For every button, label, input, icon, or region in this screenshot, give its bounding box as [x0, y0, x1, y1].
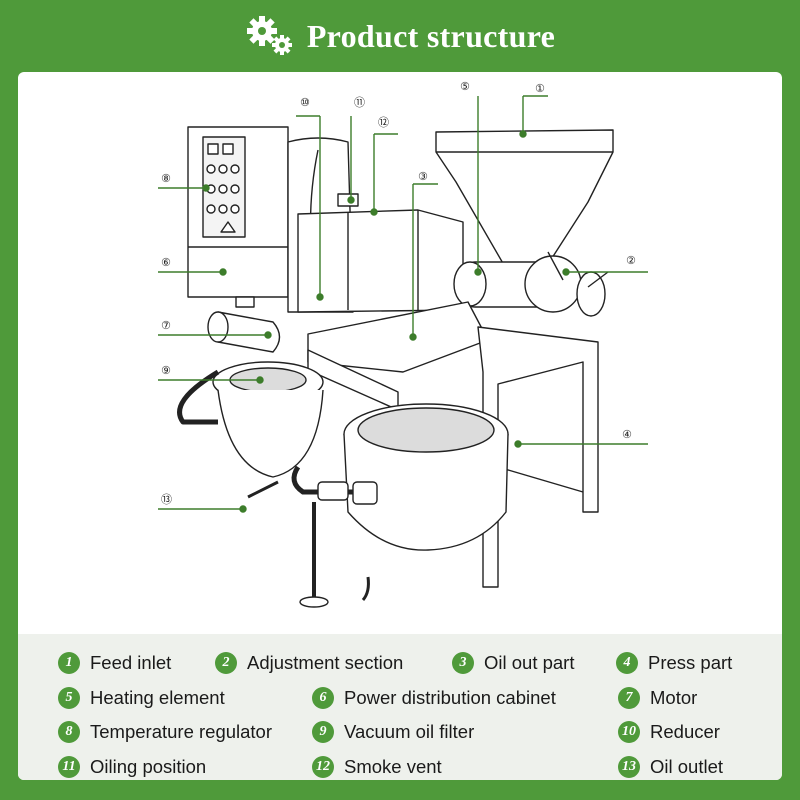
legend-item: 5 Heating element	[58, 684, 225, 712]
legend-label: Power distribution cabinet	[344, 687, 556, 708]
machine-diagram: ① ② ③ ④ ⑤ ⑥ ⑦ ⑧ ⑨ ⑩ ⑪ ⑫ ⑬	[158, 80, 648, 608]
legend-label: Temperature regulator	[90, 721, 273, 742]
legend-item: 13 Oil outlet	[618, 753, 723, 780]
callout-4: ④	[622, 428, 632, 441]
legend-item: 6 Power distribution cabinet	[312, 684, 556, 712]
callout-2: ②	[626, 254, 636, 267]
legend-number: 8	[58, 721, 80, 743]
legend-label: Press part	[648, 652, 733, 673]
gears-icon	[246, 16, 292, 55]
content-panel: ① ② ③ ④ ⑤ ⑥ ⑦ ⑧ ⑨ ⑩ ⑪ ⑫ ⑬ 1 Feed inlet 2…	[18, 72, 782, 780]
legend-number: 2	[215, 652, 237, 674]
legend-number: 3	[452, 652, 474, 674]
legend-number: 13	[618, 756, 640, 778]
legend-item: 3 Oil out part	[452, 649, 575, 677]
page-title: Product structure	[306, 17, 556, 54]
legend-label: Oiling position	[90, 756, 207, 777]
legend-label: Vacuum oil filter	[344, 721, 475, 742]
legend-label: Heating element	[90, 687, 225, 708]
legend-number: 4	[616, 652, 638, 674]
callout-3: ③	[418, 170, 428, 183]
legend-item: 11 Oiling position	[58, 753, 206, 780]
legend-item: 12 Smoke vent	[312, 753, 442, 780]
legend-number: 10	[618, 721, 640, 743]
legend-label: Reducer	[650, 721, 720, 742]
callout-8: ⑧	[161, 172, 171, 185]
callout-5: ⑤	[460, 80, 470, 93]
legend-item: 8 Temperature regulator	[58, 718, 272, 746]
legend-label: Feed inlet	[90, 652, 172, 673]
legend-item: 2 Adjustment section	[215, 649, 403, 677]
legend-number: 5	[58, 687, 80, 709]
callout-13: ⑬	[161, 493, 172, 506]
legend-label: Adjustment section	[247, 652, 404, 673]
legend-item: 4 Press part	[616, 649, 732, 677]
legend-label: Motor	[650, 687, 698, 708]
callout-12: ⑫	[378, 116, 389, 129]
legend-number: 1	[58, 652, 80, 674]
callout-10: ⑩	[300, 96, 310, 109]
legend-number: 11	[58, 756, 80, 778]
callout-9: ⑨	[161, 364, 171, 377]
legend-number: 7	[618, 687, 640, 709]
callout-7: ⑦	[161, 319, 171, 332]
legend: 1 Feed inlet 2 Adjustment section 3 Oil …	[18, 634, 782, 780]
legend-item: 1 Feed inlet	[58, 649, 171, 677]
header: Product structure	[0, 0, 800, 72]
legend-label: Smoke vent	[344, 756, 442, 777]
callout-6: ⑥	[161, 256, 171, 269]
legend-number: 9	[312, 721, 334, 743]
legend-label: Oil out part	[484, 652, 575, 673]
legend-item: 7 Motor	[618, 684, 697, 712]
callout-1: ①	[535, 82, 545, 95]
legend-number: 6	[312, 687, 334, 709]
legend-item: 9 Vacuum oil filter	[312, 718, 474, 746]
callout-11: ⑪	[354, 96, 365, 109]
legend-label: Oil outlet	[650, 756, 724, 777]
legend-item: 10 Reducer	[618, 718, 720, 746]
legend-number: 12	[312, 756, 334, 778]
